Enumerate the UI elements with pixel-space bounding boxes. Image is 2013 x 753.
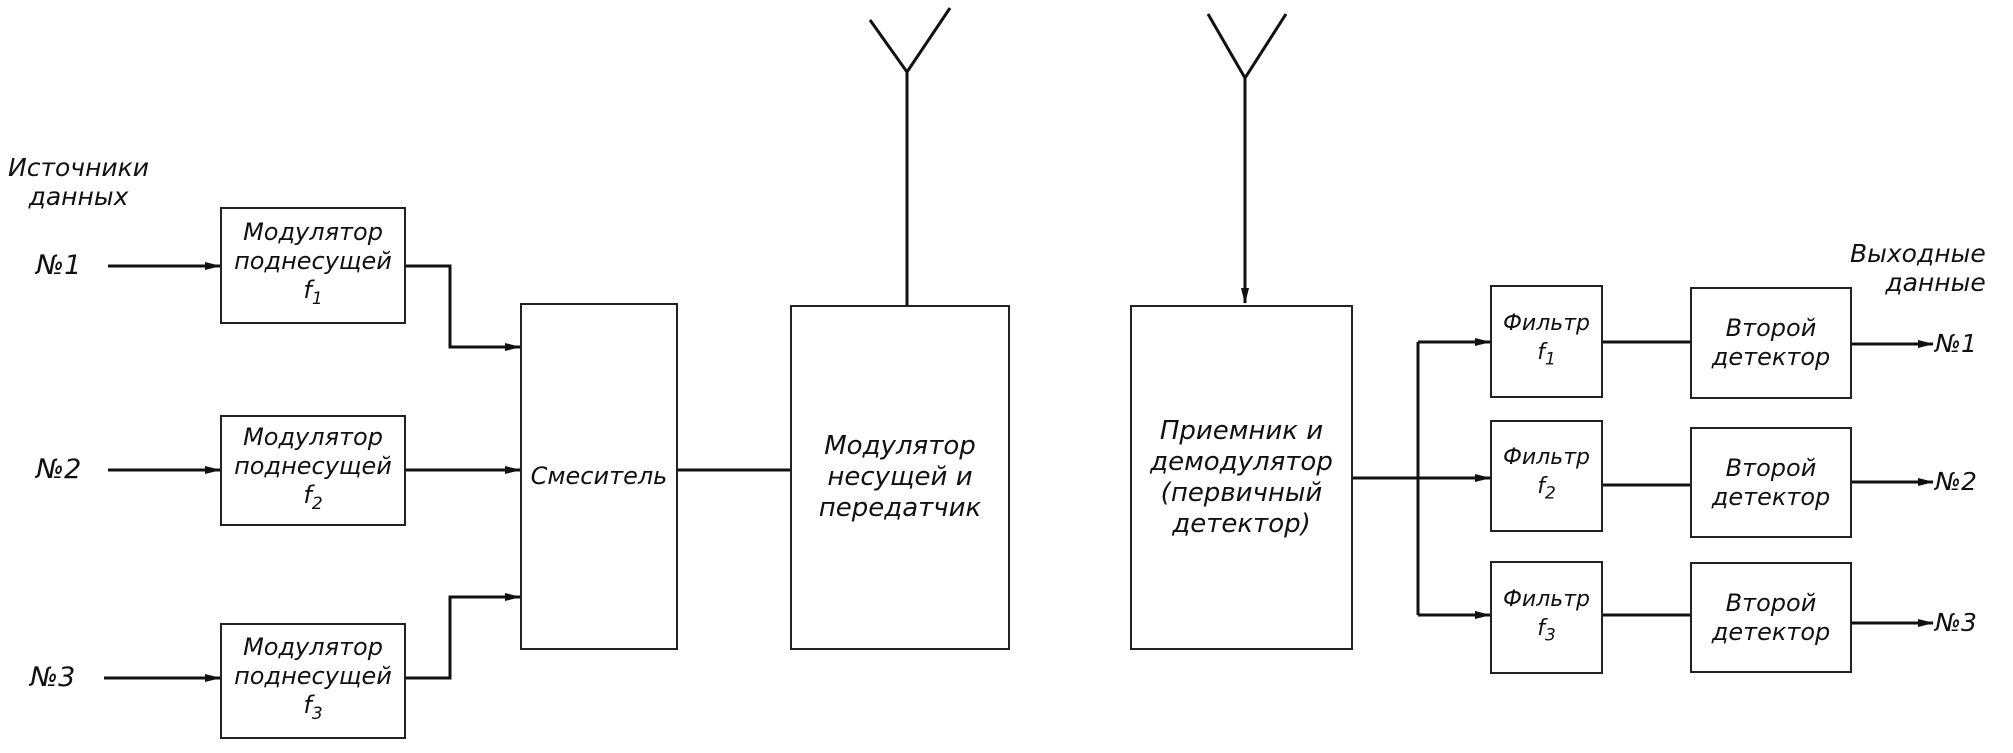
mod1-to-mixer-wire xyxy=(405,264,521,351)
input-3-label: №3 xyxy=(30,662,76,693)
output-2-label: №2 xyxy=(1935,467,1977,496)
modulator-3-frequency: f3 xyxy=(303,691,323,724)
second-detector-2: Второй детектор xyxy=(1690,427,1852,538)
receiver-demodulator: Приемник и демодулятор (первичный детект… xyxy=(1130,305,1353,650)
transmitter-antenna-icon xyxy=(868,7,952,75)
detector-1-line1: Второй xyxy=(1725,314,1817,342)
detector-3-line2: детектор xyxy=(1711,617,1831,646)
modulator-2-line2: поднесущей xyxy=(234,451,392,480)
detector-2-line2: детектор xyxy=(1711,482,1831,511)
subcarrier-modulator-2: Модулятор поднесущей f2 xyxy=(220,415,406,526)
receiver-line4: детектор) xyxy=(1172,508,1311,539)
input-1-label: №1 xyxy=(36,250,82,281)
modulator-1-line2: поднесущей xyxy=(234,246,392,275)
receiver-line2: демодулятор xyxy=(1150,446,1333,477)
subcarrier-modulator-1: Модулятор поднесущей f1 xyxy=(220,207,406,324)
filter-1: Фильтр f1 xyxy=(1490,285,1603,398)
transmitter-line1: Модулятор xyxy=(824,431,976,461)
modulator-3-line1: Модулятор xyxy=(243,633,383,662)
mixer: Смеситель xyxy=(520,303,678,650)
filter-2: Фильтр f2 xyxy=(1490,420,1603,532)
modulator-2-line1: Модулятор xyxy=(243,422,383,451)
sources-header: Источники данных xyxy=(8,153,149,211)
second-detector-3: Второй детектор xyxy=(1690,562,1852,673)
filter-1-label: Фильтр xyxy=(1502,310,1591,336)
receiver-line1: Приемник и xyxy=(1159,415,1324,446)
modulator-1-frequency: f1 xyxy=(303,275,323,309)
modulator-1-line1: Модулятор xyxy=(243,217,383,246)
filter-1-frequency: f1 xyxy=(1537,339,1556,370)
receiver-antenna-icon xyxy=(1206,13,1288,81)
outputs-header-line2: данные xyxy=(1885,268,1986,297)
input-2-label: №2 xyxy=(36,454,82,485)
sources-header-line2: данных xyxy=(28,182,129,211)
output-1-label: №1 xyxy=(1935,329,1977,358)
receiver-line3: (первичный xyxy=(1160,477,1323,508)
detector-2-line1: Второй xyxy=(1725,453,1817,482)
detector-1-line2: детектор xyxy=(1711,343,1831,371)
filter-3-label: Фильтр xyxy=(1502,586,1591,612)
carrier-modulator-transmitter: Модулятор несущей и передатчик xyxy=(790,305,1010,650)
output-3-label: №3 xyxy=(1935,608,1977,637)
mixer-label: Смеситель xyxy=(530,462,668,490)
filter-3-frequency: f3 xyxy=(1537,615,1556,646)
subcarrier-modulator-3: Модулятор поднесущей f3 xyxy=(220,623,406,739)
filter-2-frequency: f2 xyxy=(1537,474,1556,504)
transmitter-line2: несущей и xyxy=(827,462,973,492)
filter-2-label: Фильтр xyxy=(1502,445,1591,471)
mod3-to-mixer-wire xyxy=(405,593,521,680)
sources-header-line1: Источники xyxy=(8,153,150,182)
detector-3-line1: Второй xyxy=(1725,588,1817,617)
outputs-header-line1: Выходные xyxy=(1850,239,1986,268)
filter-3: Фильтр f3 xyxy=(1490,561,1603,674)
transmitter-line3: передатчик xyxy=(818,493,982,523)
outputs-header: Выходные данные xyxy=(1850,239,1986,297)
modulator-3-line2: поднесущей xyxy=(234,662,392,691)
modulator-2-frequency: f2 xyxy=(303,480,323,514)
second-detector-1: Второй детектор xyxy=(1690,287,1852,399)
